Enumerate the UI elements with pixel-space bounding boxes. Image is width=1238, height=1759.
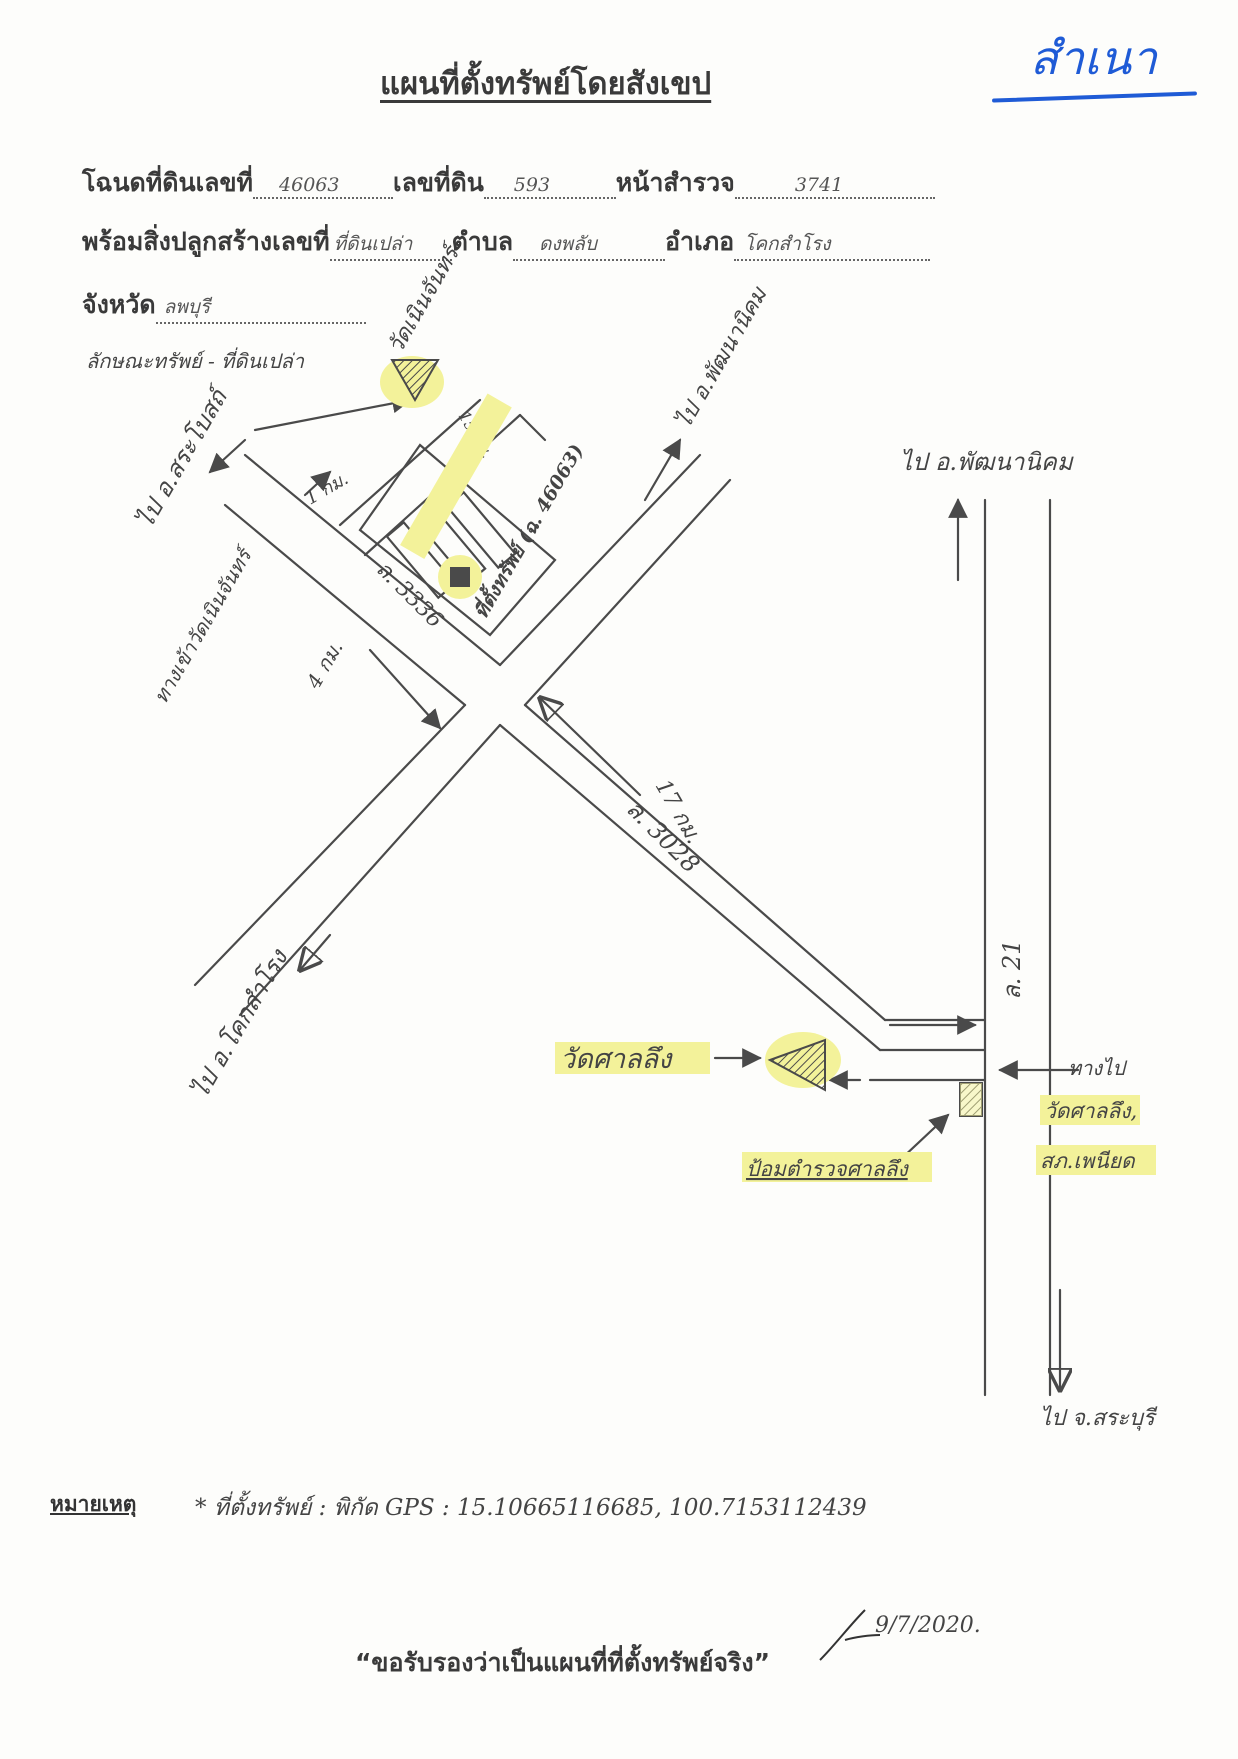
- access-road-edge-a: [338, 398, 482, 527]
- plot-label-highlight: [400, 393, 512, 559]
- land-no-field: 593: [483, 168, 616, 199]
- to-wat-salung-highlight-3: [1036, 1145, 1156, 1175]
- page-title: แผนที่ตั้งทรัพย์โดยสังเขป: [380, 66, 712, 102]
- wat-salung-label-highlight: [555, 1042, 710, 1074]
- province-value: ลพบุรี: [163, 296, 211, 318]
- label-plot: ที่ตั้งทรัพย์ (ฉ. 46063): [467, 439, 588, 623]
- building-row: พร้อมสิ่งปลูกสร้างเลขที่ที่ดินเปล่า ตำบล ด…: [82, 222, 931, 262]
- plot-marker-icon: [450, 567, 470, 587]
- subdistrict-field: ดงพลับ: [513, 227, 666, 261]
- deed-label: โฉนดที่ดินเลขที่: [82, 168, 254, 197]
- deed-row: โฉนดที่ดินเลขที่ 46063 เลขที่ดิน 593 หน้าสำร…: [82, 163, 935, 203]
- label-to-khok-samrong: ไป อ.โคกสำโรง: [186, 943, 294, 1103]
- arrow-to-sra-bot: [208, 438, 247, 474]
- survey-page-label: หน้าสำรวจ: [615, 168, 735, 197]
- property-type-note: ลักษณะทรัพย์ - ที่ดินเปล่า: [86, 349, 305, 373]
- label-to-phatthana-top: ไป อ.พัฒนานิคม: [671, 282, 773, 433]
- label-to-wat-salung-2: วัดศาลลึง,: [1044, 1099, 1137, 1123]
- label-wat-noen-chan: วัดเนินจันทร์: [383, 238, 467, 358]
- building-label: พร้อมสิ่งปลูกสร้างเลขที่: [82, 227, 330, 256]
- label-access-road: ทางเข้าวัดเนินจันทร์: [149, 542, 259, 708]
- police-box-label-highlight: [742, 1152, 932, 1182]
- district-field: โคกสำโรง: [734, 227, 931, 261]
- province-row: จังหวัด ลพบุรี: [82, 285, 366, 325]
- label-to-wat-salung-3: สภ.เพนียด: [1040, 1149, 1136, 1173]
- district-label: อำเภอ: [665, 227, 735, 256]
- copy-stamp: สำเนา: [1030, 31, 1157, 85]
- police-box-highlight: [960, 1083, 982, 1116]
- subdistrict-label: ตำบล: [451, 227, 514, 256]
- plot-block: [358, 443, 557, 637]
- arrow-access-road: [303, 470, 332, 497]
- arrow-4km: [368, 648, 442, 730]
- signature-mark: [819, 1609, 881, 1661]
- road-khok-edge-b: [238, 723, 502, 1017]
- label-to-phatthana-right: ไป อ.พัฒนานิคม: [900, 448, 1074, 476]
- legend-label: หมายเหตุ: [50, 1491, 137, 1516]
- district-value: โคกสำโรง: [744, 233, 831, 255]
- building-field: ที่ดินเปล่า: [329, 227, 452, 261]
- gps-coordinates: * ที่ตั้งทรัพย์ : พิกัด GPS : 15.1066511…: [195, 1495, 867, 1521]
- land-no-value: 593: [513, 174, 551, 196]
- signature-date: 9/7/2020.: [875, 1613, 981, 1638]
- road-3028-edge-a: [498, 723, 882, 1052]
- label-to-wat-salung-1: ทางไป: [1068, 1056, 1128, 1080]
- road-3028-edge-b: [523, 703, 887, 1022]
- road-3336-edge-a: [223, 503, 467, 707]
- road-phatthana-edge-a: [498, 453, 702, 667]
- subdistrict-value: ดงพลับ: [539, 233, 597, 255]
- province-label: จังหวัด: [82, 290, 156, 319]
- to-wat-salung-highlight-2: [1040, 1095, 1140, 1125]
- label-wat-salung: วัดศาลลึง: [560, 1044, 673, 1075]
- land-no-label: เลขที่ดิน: [393, 168, 484, 197]
- deed-value: 46063: [279, 174, 340, 196]
- access-road-end: [518, 413, 547, 442]
- label-police-box: ป้อมตำรวจศาลลึง: [746, 1157, 909, 1181]
- arrow-to-phatthana-top: [643, 438, 682, 502]
- label-to-sra-bot: ไป อ.สระโบสถ์: [131, 381, 235, 533]
- wat-salung-icon: [767, 1038, 826, 1092]
- building-value: ที่ดินเปล่า: [333, 233, 413, 255]
- label-road-21: ล. 21: [998, 939, 1026, 1000]
- certification-text: “ขอรับรองว่าเป็นแผนที่ที่ตั้งทรัพย์จริง”: [355, 1648, 771, 1677]
- deed-field: 46063: [253, 168, 394, 199]
- wat-noen-chan-icon: [390, 359, 440, 403]
- survey-page-field: 3741: [734, 168, 935, 199]
- survey-page-value: 3741: [794, 174, 844, 196]
- label-dist-4km: 4 กม.: [301, 637, 348, 694]
- label-to-saraburi: ไป จ.สระบุรี: [1040, 1405, 1158, 1431]
- road-phatthana-edge-b: [523, 478, 732, 707]
- road-3336-edge-b: [243, 453, 502, 667]
- arrow-17km: [540, 698, 642, 797]
- arrow-to-khok-samrong: [300, 933, 332, 970]
- arrow-to-wat-noen-chan: [253, 393, 412, 432]
- road-khok-edge-a: [193, 703, 467, 987]
- province-field: ลพบุรี: [155, 290, 366, 324]
